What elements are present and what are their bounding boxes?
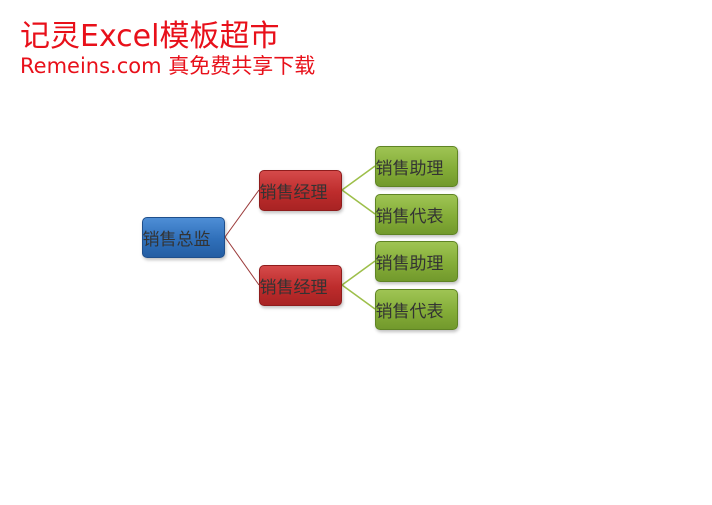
node-label: 销售经理 (259, 278, 328, 298)
connector-manager-2-leaf-1 (341, 260, 376, 286)
node-label: 销售代表 (375, 302, 444, 322)
connector-manager-2-leaf-2 (341, 284, 376, 310)
watermark-subtitle: Remeins.com 真免费共享下载 (20, 54, 316, 78)
connector-root-manager-1 (224, 189, 260, 238)
node-label: 销售经理 (259, 183, 328, 203)
node-label: 销售代表 (375, 207, 444, 227)
node-sales-rep-2[interactable]: 销售代表 (375, 289, 458, 330)
watermark-title: 记灵Excel模板超市 (20, 19, 280, 54)
connector-manager-1-leaf-2 (341, 189, 376, 215)
node-label: 销售助理 (375, 159, 444, 179)
node-sales-rep-1[interactable]: 销售代表 (375, 194, 458, 235)
node-sales-assistant-2[interactable]: 销售助理 (375, 241, 458, 282)
node-label: 销售助理 (375, 254, 444, 274)
connector-manager-1-leaf-1 (341, 165, 376, 191)
node-sales-manager-2[interactable]: 销售经理 (259, 265, 342, 306)
node-sales-assistant-1[interactable]: 销售助理 (375, 146, 458, 187)
connector-root-manager-2 (224, 236, 260, 286)
node-sales-director[interactable]: 销售总监 (142, 217, 225, 258)
node-label: 销售总监 (142, 230, 211, 250)
node-sales-manager-1[interactable]: 销售经理 (259, 170, 342, 211)
